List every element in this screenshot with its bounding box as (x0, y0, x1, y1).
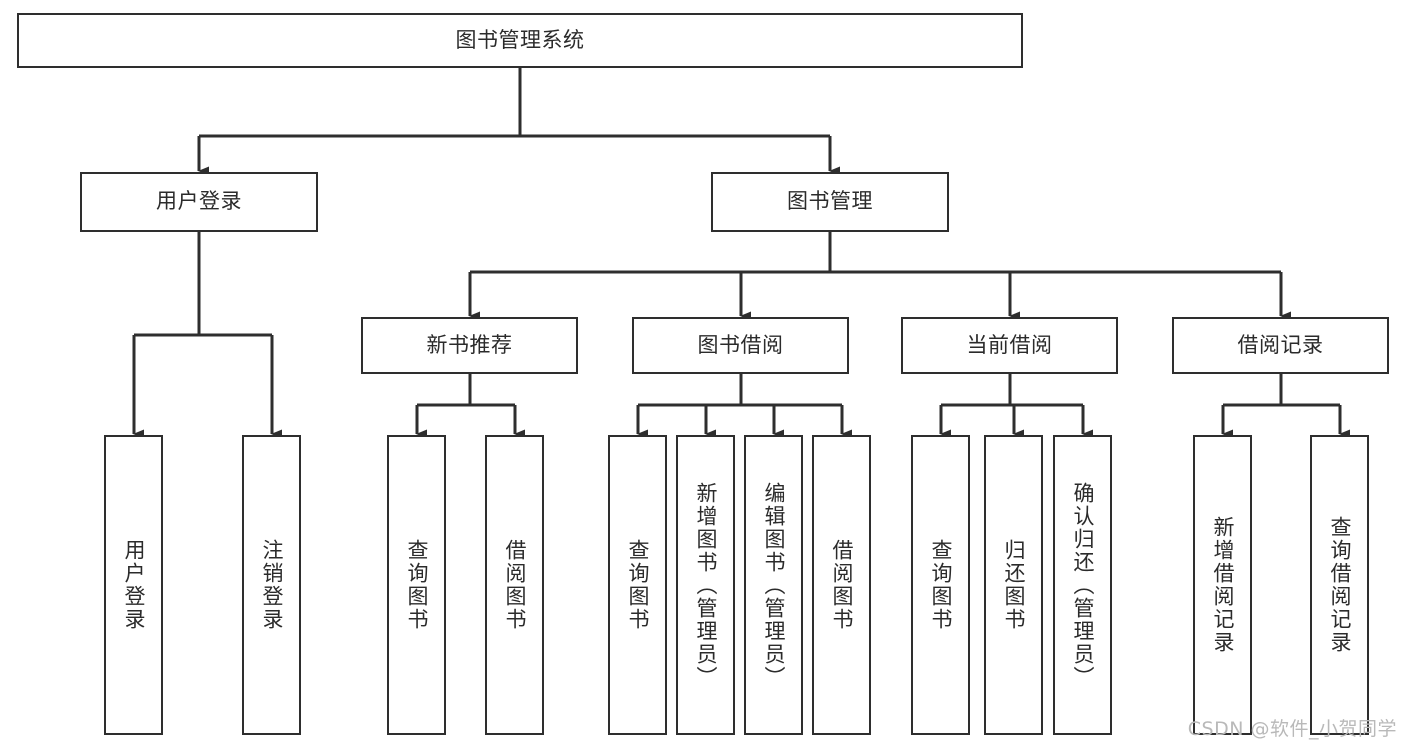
node-label-root: 图书管理系统 (455, 27, 585, 52)
node-label-leaf-add-record: 新增借阅记录 (1211, 516, 1235, 654)
node-user-login[interactable]: 用户登录 (80, 172, 318, 232)
node-label-new-book-recommend: 新书推荐 (426, 332, 513, 357)
node-leaf-confirm-return[interactable]: 确认归还（管理员） (1053, 435, 1112, 735)
node-current-borrow[interactable]: 当前借阅 (901, 317, 1118, 374)
node-book-manage[interactable]: 图书管理 (711, 172, 949, 232)
node-book-borrow[interactable]: 图书借阅 (632, 317, 849, 374)
node-label-leaf-query-book-1: 查询图书 (405, 539, 429, 631)
node-label-leaf-logout: 注销登录 (260, 539, 284, 631)
node-label-leaf-confirm-return: 确认归还（管理员） (1071, 481, 1095, 689)
node-leaf-user-login[interactable]: 用户登录 (104, 435, 163, 735)
node-label-leaf-query-book-2: 查询图书 (626, 539, 650, 631)
node-label-user-login: 用户登录 (156, 189, 242, 214)
node-label-leaf-borrow-book-2: 借阅图书 (830, 539, 854, 631)
node-leaf-query-record[interactable]: 查询借阅记录 (1310, 435, 1369, 735)
node-leaf-add-book[interactable]: 新增图书（管理员） (676, 435, 735, 735)
node-root[interactable]: 图书管理系统 (17, 13, 1023, 68)
node-leaf-add-record[interactable]: 新增借阅记录 (1193, 435, 1252, 735)
watermark-text: CSDN @软件_小贺同学 (1187, 718, 1397, 740)
node-new-book-recommend[interactable]: 新书推荐 (361, 317, 578, 374)
node-leaf-query-book-2[interactable]: 查询图书 (608, 435, 667, 735)
node-label-leaf-return-book: 归还图书 (1002, 539, 1026, 631)
node-leaf-query-book-3[interactable]: 查询图书 (911, 435, 970, 735)
node-leaf-logout[interactable]: 注销登录 (242, 435, 301, 735)
node-label-book-manage: 图书管理 (787, 189, 873, 214)
node-label-borrow-record: 借阅记录 (1237, 332, 1324, 357)
node-label-book-borrow: 图书借阅 (697, 332, 784, 357)
node-label-leaf-borrow-book-1: 借阅图书 (503, 539, 527, 631)
node-label-leaf-edit-book: 编辑图书（管理员） (762, 481, 786, 689)
node-borrow-record[interactable]: 借阅记录 (1172, 317, 1389, 374)
node-label-leaf-add-book: 新增图书（管理员） (694, 481, 718, 689)
node-leaf-query-book-1[interactable]: 查询图书 (387, 435, 446, 735)
node-label-current-borrow: 当前借阅 (966, 332, 1053, 357)
node-leaf-edit-book[interactable]: 编辑图书（管理员） (744, 435, 803, 735)
node-leaf-borrow-book-1[interactable]: 借阅图书 (485, 435, 544, 735)
node-leaf-return-book[interactable]: 归还图书 (984, 435, 1043, 735)
node-label-leaf-query-record: 查询借阅记录 (1328, 516, 1352, 654)
node-label-leaf-query-book-3: 查询图书 (929, 539, 953, 631)
node-label-leaf-user-login: 用户登录 (122, 539, 146, 631)
node-leaf-borrow-book-2[interactable]: 借阅图书 (812, 435, 871, 735)
